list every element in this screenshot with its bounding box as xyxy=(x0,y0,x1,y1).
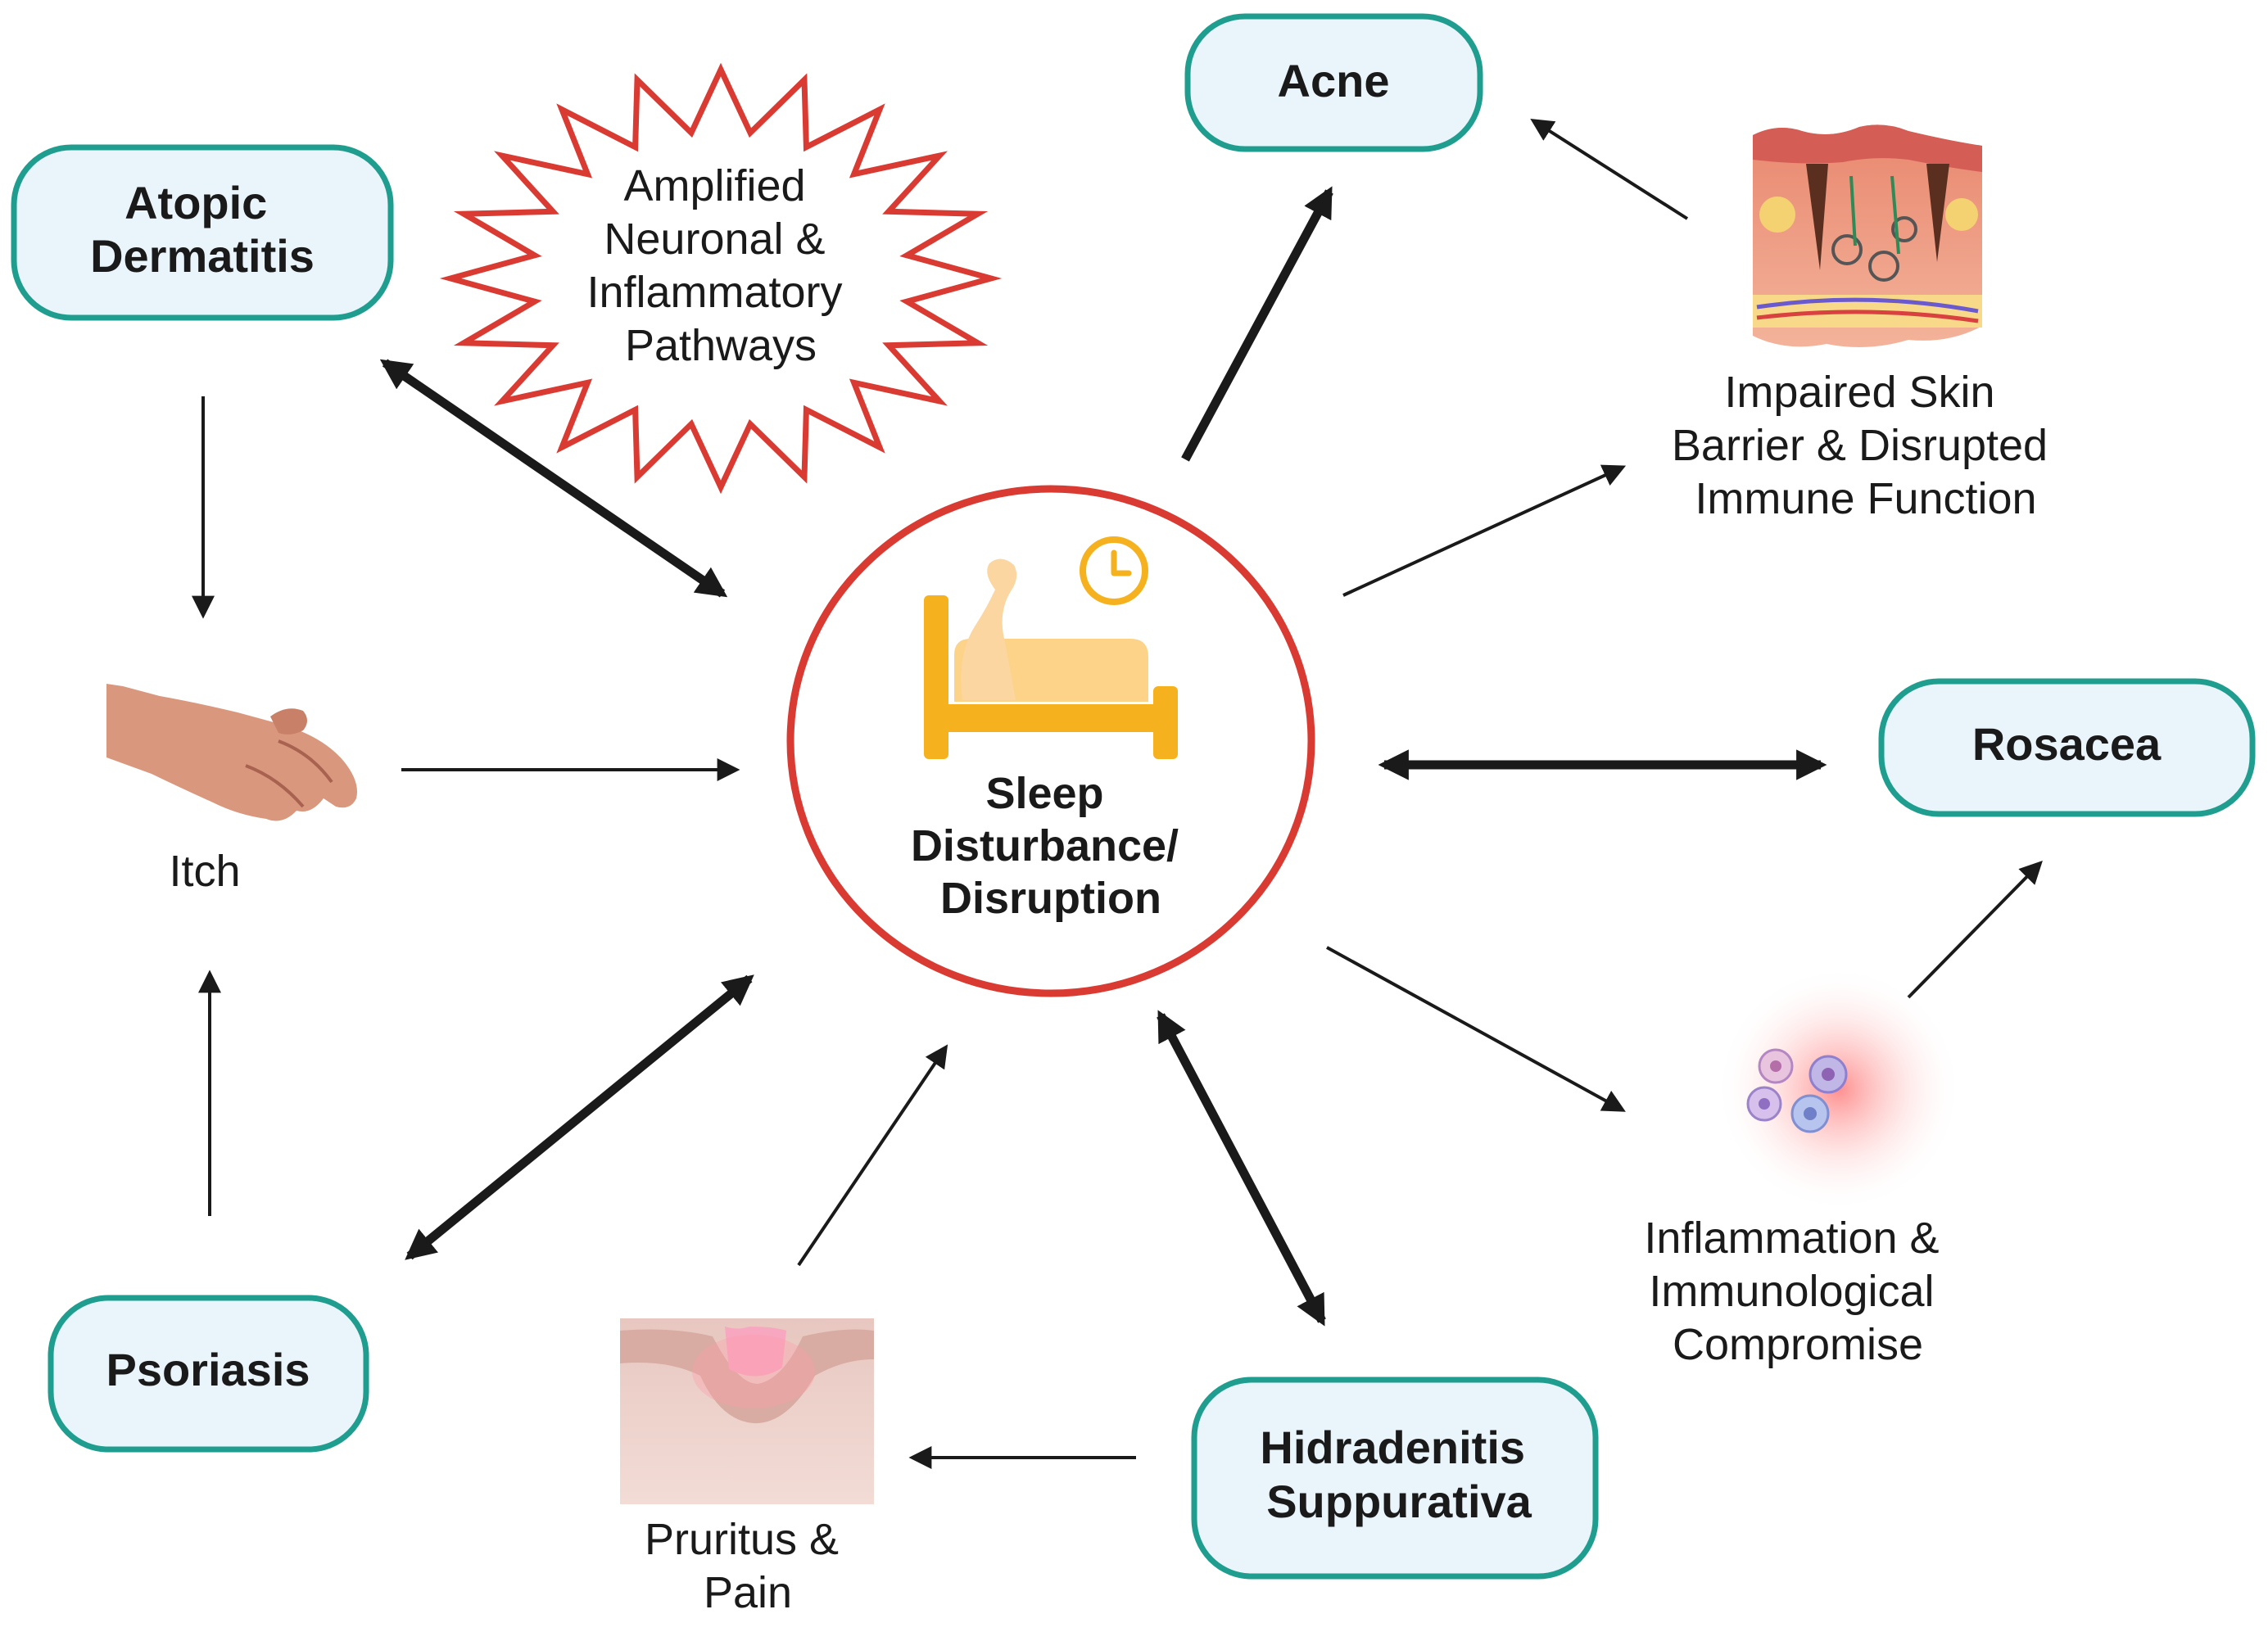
node-atopic-line-1: Atopic xyxy=(124,177,267,228)
scratching-hand-icon xyxy=(106,684,357,821)
arrow-pruritus-sleep xyxy=(797,1044,948,1267)
factor-itch: Itch xyxy=(106,684,357,896)
bed-sleep-icon xyxy=(924,536,1178,759)
arrow-psoriasis-sleep xyxy=(405,974,754,1260)
node-hidradenitis-label: Hidradenitis Suppurativa xyxy=(1260,1422,1537,1527)
factor-amplified-line-3: Inflammatory xyxy=(586,268,842,317)
node-acne[interactable]: Acne xyxy=(1184,13,1483,152)
node-rosacea[interactable]: Rosacea xyxy=(1878,678,2256,817)
arrow-hidradenitis-sleep xyxy=(1157,1010,1326,1327)
node-hidradenitis-line-2: Suppurativa xyxy=(1266,1476,1532,1527)
node-hidradenitis-line-1: Hidradenitis xyxy=(1260,1422,1525,1473)
factor-pruritus: Pruritus & Pain xyxy=(620,1318,874,1617)
node-rosacea-line-1: Rosacea xyxy=(1972,718,2162,770)
factor-amplified-line-4: Pathways xyxy=(625,321,817,370)
node-rosacea-label: Rosacea xyxy=(1972,718,2162,770)
node-atopic-dermatitis-label: Atopic Dermatitis xyxy=(90,177,315,282)
factor-inflammation: Inflammation & Immunological Compromise xyxy=(1644,966,1962,1369)
factor-skin-barrier-label: Impaired Skin Barrier & Disrupted Immune… xyxy=(1672,368,2060,523)
factor-pruritus-line-2: Pain xyxy=(704,1568,792,1617)
factor-inflammation-label: Inflammation & Immunological Compromise xyxy=(1644,1214,1951,1369)
center-label: Sleep Disturbance/ Disruption xyxy=(911,769,1191,923)
immune-cells-icon xyxy=(1716,966,1962,1212)
factor-skin-line-1: Impaired Skin xyxy=(1724,368,1994,417)
center-line-3: Disruption xyxy=(940,874,1161,923)
skin-cross-section-icon xyxy=(1753,124,1982,347)
factor-amplified-label: Amplified Neuronal & Inflammatory Pathwa… xyxy=(586,161,854,370)
arrow-inflammation-rosacea xyxy=(1907,861,2043,999)
factor-skin-line-3: Immune Function xyxy=(1695,474,2036,523)
node-atopic-line-2: Dermatitis xyxy=(90,230,315,282)
arrow-sleep-skin xyxy=(1342,464,1627,597)
skin-lesion-icon xyxy=(620,1318,874,1504)
factor-itch-line-1: Itch xyxy=(169,847,240,896)
factor-amplified-line-2: Neuronal & xyxy=(604,215,825,264)
factor-pruritus-line-1: Pruritus & xyxy=(645,1515,839,1564)
center-ring xyxy=(786,485,1315,997)
factor-inflammation-line-3: Compromise xyxy=(1673,1320,1923,1369)
center-line-1: Sleep xyxy=(985,769,1103,818)
node-atopic-dermatitis[interactable]: Atopic Dermatitis xyxy=(11,144,394,321)
node-psoriasis-label: Psoriasis xyxy=(106,1344,310,1395)
factor-pruritus-label: Pruritus & Pain xyxy=(645,1515,851,1617)
factor-inflammation-line-2: Immunological xyxy=(1649,1267,1934,1316)
node-acne-label: Acne xyxy=(1278,55,1390,106)
factor-skin-line-2: Barrier & Disrupted xyxy=(1672,421,2048,470)
node-psoriasis-line-1: Psoriasis xyxy=(106,1344,310,1395)
factor-itch-label: Itch xyxy=(169,847,240,896)
factor-inflammation-line-1: Inflammation & xyxy=(1644,1214,1939,1263)
arrow-sleep-inflammation xyxy=(1326,946,1626,1112)
factor-skin-barrier: Impaired Skin Barrier & Disrupted Immune… xyxy=(1672,124,2060,523)
arrow-sleep-acne xyxy=(1181,186,1333,462)
arrows xyxy=(192,118,2043,1469)
node-acne-line-1: Acne xyxy=(1278,55,1390,106)
arrow-skin-acne xyxy=(1530,118,1689,220)
factor-amplified: Amplified Neuronal & Inflammatory Pathwa… xyxy=(439,62,1003,495)
arrow-atopic-sleep xyxy=(379,359,728,598)
node-psoriasis[interactable]: Psoriasis xyxy=(48,1295,369,1453)
factor-amplified-line-1: Amplified xyxy=(623,161,805,210)
node-hidradenitis[interactable]: Hidradenitis Suppurativa xyxy=(1191,1377,1599,1580)
center-line-2: Disturbance/ xyxy=(911,821,1179,870)
center-node[interactable]: Sleep Disturbance/ Disruption xyxy=(786,485,1315,997)
starburst-icon xyxy=(439,62,1003,495)
